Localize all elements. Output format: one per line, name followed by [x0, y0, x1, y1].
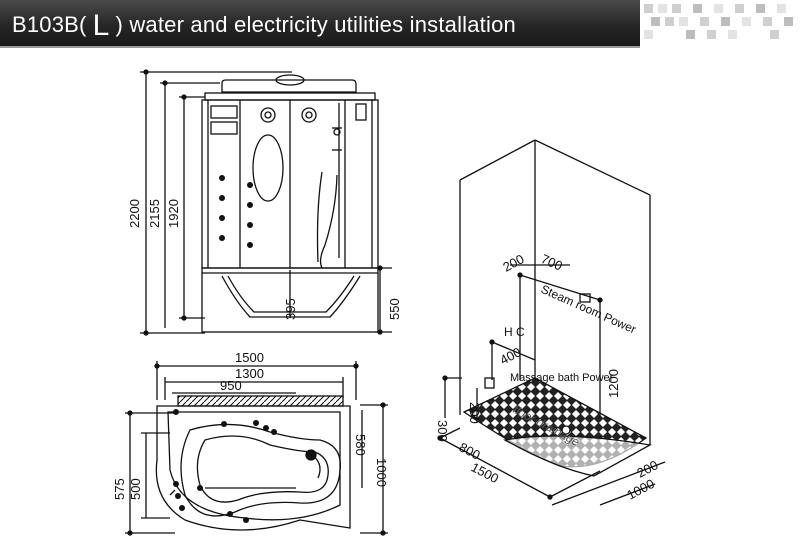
dim-iso-200a: 200 [500, 251, 526, 274]
dim-2200: 2200 [127, 199, 142, 228]
iso-walls [459, 139, 651, 445]
massage-power-socket-icon [484, 377, 495, 389]
top-tub [155, 395, 351, 531]
dim-580: 580 [353, 434, 368, 456]
iso-view [437, 139, 666, 506]
front-dimension-labels: 2200 2155 1920 395 550 [127, 199, 402, 320]
dim-1500: 1500 [235, 350, 264, 365]
floor-drain-icon [561, 425, 571, 435]
dim-2155: 2155 [147, 199, 162, 228]
title-rest: ) water and electricity utilities instal… [115, 12, 516, 37]
front-dimension-lines [140, 69, 392, 336]
top-dimension-lines [125, 361, 388, 536]
page-title: B103B(L) water and electricity utilities… [12, 9, 516, 43]
dim-950: 950 [220, 378, 242, 393]
dim-iso-1000: 1000 [624, 476, 657, 503]
title-bar: B103B(L) water and electricity utilities… [0, 0, 640, 48]
dim-500: 500 [128, 478, 143, 500]
steam-power-socket-icon [579, 293, 591, 303]
dim-1300: 1300 [235, 366, 264, 381]
dim-iso-200b: 200 [467, 402, 482, 424]
front-view [140, 69, 392, 336]
model-code: B103B( [12, 12, 87, 37]
dim-iso-1200: 1200 [606, 369, 621, 398]
top-view [125, 361, 388, 536]
steam-power-label: Steam room Power [539, 282, 639, 337]
top-dimension-labels: 1500 1300 950 575 500 580 1000 [112, 350, 389, 500]
dim-1000: 1000 [374, 458, 389, 487]
dim-iso-700: 700 [539, 251, 565, 274]
dim-1920: 1920 [166, 199, 181, 228]
dim-395: 395 [283, 298, 298, 320]
iso-dimension-lines [437, 264, 666, 506]
mosaic-decoration [644, 4, 793, 39]
hot-cold-label: H C [504, 325, 525, 339]
hand-letter: L [92, 9, 110, 42]
massage-power-label: Massage bath Power [510, 372, 614, 384]
dim-iso-300: 300 [435, 420, 450, 442]
front-cabin [201, 74, 379, 333]
dim-575: 575 [112, 478, 127, 500]
iso-floor [462, 377, 652, 477]
dim-iso-1500: 1500 [469, 459, 502, 486]
dim-550: 550 [387, 298, 402, 320]
